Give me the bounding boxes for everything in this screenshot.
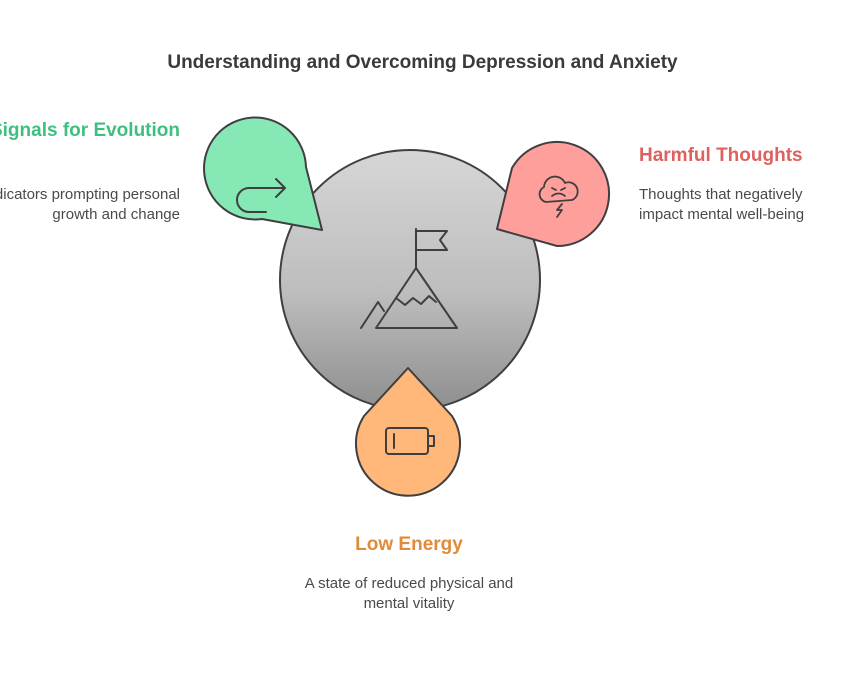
signals-for-evolution-node <box>203 116 323 231</box>
harmful-thoughts-node <box>496 141 611 247</box>
energy-description: A state of reduced physical and mental v… <box>304 575 514 612</box>
redo-arrow-icon <box>236 178 286 213</box>
energy-label: Low Energy <box>355 534 463 555</box>
low-energy-node <box>355 367 461 497</box>
mountain-flag-icon <box>360 228 458 329</box>
diagram-title: Understanding and Overcoming Depression … <box>167 52 678 73</box>
signals-label: Signals for Evolution <box>0 120 180 141</box>
low-battery-icon <box>385 427 435 455</box>
harmful-description: Thoughts that negatively impact mental w… <box>639 186 805 223</box>
harmful-label: Harmful Thoughts <box>639 145 803 166</box>
signals-description: Indicators prompting personal growth and… <box>0 186 180 223</box>
storm-cloud-icon <box>538 175 579 218</box>
